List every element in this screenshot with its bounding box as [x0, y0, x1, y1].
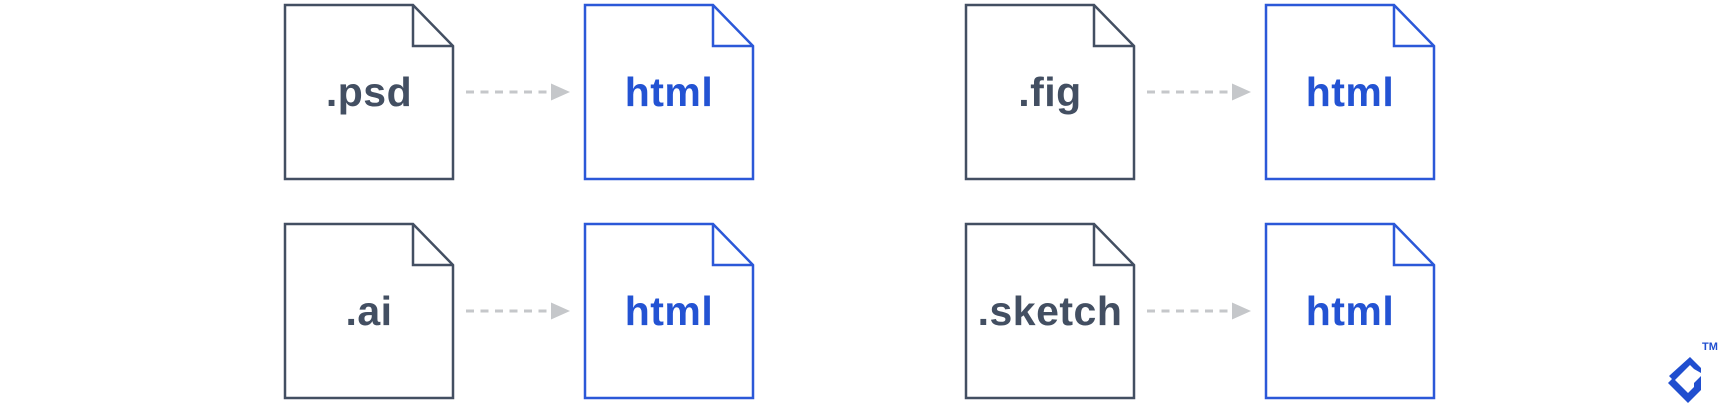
- document-icon: [583, 3, 755, 181]
- document-icon: [283, 3, 455, 181]
- conversion-pair-psd: .psd html: [283, 3, 755, 181]
- document-icon: [283, 222, 455, 400]
- document-icon: [1264, 3, 1436, 181]
- dashed-arrow-icon: [1136, 3, 1264, 181]
- trademark-symbol: TM: [1702, 341, 1718, 353]
- source-file-label: .sketch: [977, 287, 1123, 334]
- document-icon: [1264, 222, 1436, 400]
- target-file-icon: html: [583, 3, 755, 181]
- source-file-label: .fig: [1018, 68, 1082, 115]
- target-file-label: html: [1305, 287, 1395, 334]
- toptal-mark-icon: [1668, 357, 1701, 403]
- conversion-pair-fig: .fig html: [964, 3, 1436, 181]
- source-file-icon: .sketch: [964, 222, 1136, 400]
- target-file-icon: html: [1264, 3, 1436, 181]
- source-file-label: .ai: [345, 287, 393, 334]
- conversion-pair-ai: .ai html: [283, 222, 755, 400]
- document-icon: [964, 3, 1136, 181]
- target-file-label: html: [1305, 68, 1395, 115]
- source-file-label: .psd: [325, 68, 413, 115]
- source-file-icon: .ai: [283, 222, 455, 400]
- document-icon: [583, 222, 755, 400]
- source-file-icon: .psd: [283, 3, 455, 181]
- toptal-logo: TM: [1664, 340, 1720, 404]
- conversion-pair-sketch: .sketch html: [964, 222, 1436, 400]
- target-file-label: html: [624, 68, 714, 115]
- target-file-icon: html: [583, 222, 755, 400]
- document-icon: [964, 222, 1136, 400]
- dashed-arrow-icon: [1136, 222, 1264, 400]
- dashed-arrow-icon: [455, 222, 583, 400]
- target-file-icon: html: [1264, 222, 1436, 400]
- dashed-arrow-icon: [455, 3, 583, 181]
- target-file-label: html: [624, 287, 714, 334]
- source-file-icon: .fig: [964, 3, 1136, 181]
